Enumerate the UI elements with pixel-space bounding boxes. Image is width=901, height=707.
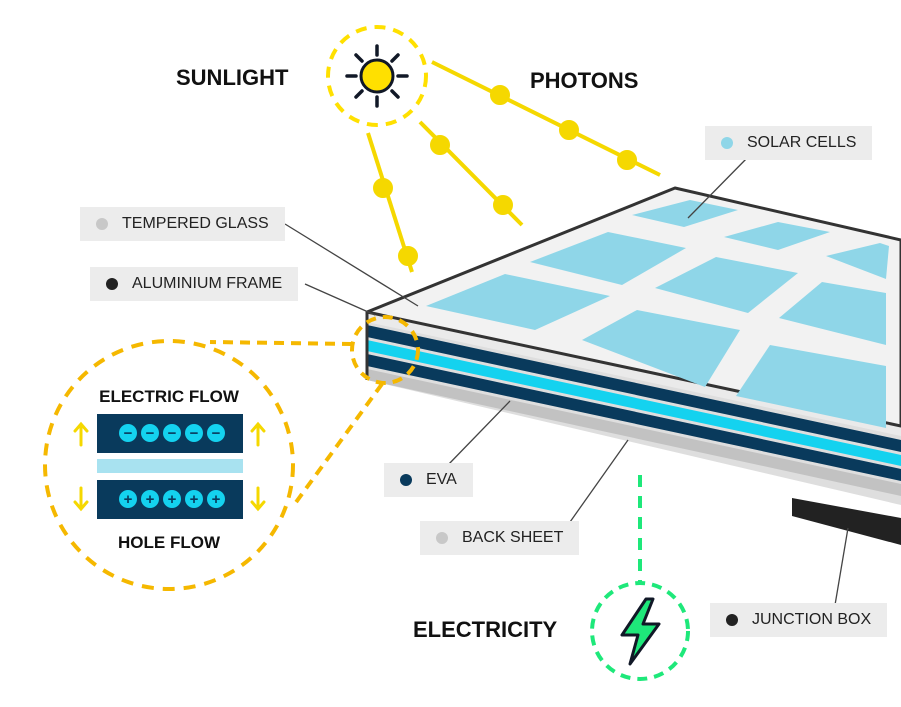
solar-cell: [426, 274, 610, 330]
hole-flow-label: HOLE FLOW: [118, 533, 221, 552]
electron-circle: [185, 424, 203, 442]
panel-layers: [365, 312, 901, 505]
solar-cells-grid: [426, 200, 889, 428]
electron-symbol: −: [212, 425, 221, 442]
hole-circle: [207, 490, 225, 508]
leader-junction-box: [834, 527, 849, 606]
eva-layer-top: [367, 325, 901, 452]
label-back-sheet-text: BACK SHEET: [462, 529, 564, 546]
lightning-bolt-icon: [620, 597, 661, 666]
photon-dot: [430, 135, 450, 155]
sun-icon: [326, 25, 428, 127]
label-eva: EVA: [384, 463, 473, 497]
electron-circle: [163, 424, 181, 442]
junction-box: [792, 498, 901, 545]
electricity-group: [590, 475, 690, 681]
inset-magnifier: −−−−− +++++ ELECTRIC FLOW HOLE FLOW: [43, 315, 420, 591]
label-tempered-glass: TEMPERED GLASS: [80, 207, 285, 241]
sun-rays: [345, 44, 409, 108]
dot-icon: [96, 218, 108, 230]
electron-symbol: −: [124, 425, 133, 442]
solar-cell: [655, 257, 798, 313]
electric-flow-label: ELECTRIC FLOW: [99, 387, 240, 406]
electron-circle: [207, 424, 225, 442]
eva-layer-bottom: [367, 354, 901, 481]
hole-symbol: +: [146, 491, 155, 508]
hole-circle: [119, 490, 137, 508]
electron-circle: [141, 424, 159, 442]
label-back-sheet: BACK SHEET: [420, 521, 580, 555]
photon-dot: [373, 178, 393, 198]
sun-core: [359, 58, 395, 94]
arrow-up-icon: [250, 421, 266, 447]
dot-icon: [436, 532, 448, 544]
photons-heading: PHOTONS: [530, 68, 638, 93]
sunlight-heading: SUNLIGHT: [176, 65, 289, 90]
zoom-connector-top: [209, 340, 353, 346]
hole-circle: [185, 490, 203, 508]
label-junction-box-text: JUNCTION BOX: [752, 611, 872, 628]
leader-eva: [446, 400, 511, 467]
hole-symbol: +: [190, 491, 199, 508]
flow-arrows: [73, 421, 266, 512]
hole-row: + + + + +: [119, 490, 225, 508]
label-junction-box: JUNCTION BOX: [710, 603, 888, 637]
electron-symbol: −: [168, 425, 177, 442]
leader-aluminium-frame: [304, 283, 376, 316]
label-solar-cells-text: SOLAR CELLS: [747, 134, 857, 151]
label-aluminium-frame: ALUMINIUM FRAME: [90, 267, 299, 301]
electron-symbol: −: [146, 425, 155, 442]
photon-dot: [490, 85, 510, 105]
photon-dot: [559, 120, 579, 140]
label-solar-cells: SOLAR CELLS: [705, 126, 873, 160]
photon-dot: [493, 195, 513, 215]
leader-tempered-glass: [284, 223, 419, 307]
glass-edge: [367, 312, 901, 436]
photon-dot: [617, 150, 637, 170]
cell-layer: [367, 340, 901, 466]
zoom-circle: [350, 315, 420, 385]
photon-rays: [366, 60, 661, 273]
leader-back-sheet: [569, 439, 629, 523]
hole-symbol: +: [124, 491, 133, 508]
hole-symbol: +: [212, 491, 221, 508]
junction-layer: [97, 459, 243, 473]
hole-circle: [141, 490, 159, 508]
electron-symbol: −: [190, 425, 199, 442]
leader-solar-cells: [687, 154, 751, 219]
sun-dashed-ring: [326, 25, 428, 127]
leader-lines: [284, 154, 849, 606]
electricity-heading: ELECTRICITY: [413, 617, 558, 642]
arrow-down-icon: [250, 486, 266, 512]
photon-dot: [398, 246, 418, 266]
arrow-up-icon: [73, 421, 89, 447]
zoom-connector-bottom: [292, 382, 384, 507]
dot-icon: [400, 474, 412, 486]
solar-cell: [632, 200, 738, 227]
label-aluminium-frame-text: ALUMINIUM FRAME: [132, 275, 283, 292]
dot-icon: [721, 137, 733, 149]
solar-cell: [826, 243, 889, 279]
dot-icon: [726, 614, 738, 626]
solar-cell: [779, 282, 886, 345]
back-sheet-layer: [367, 369, 901, 496]
electron-row: −−−−−: [119, 424, 225, 442]
solar-cell: [724, 222, 830, 250]
electron-circle: [119, 424, 137, 442]
label-tempered-glass-text: TEMPERED GLASS: [122, 215, 269, 232]
label-eva-text: EVA: [426, 471, 457, 488]
solar-cell: [582, 310, 740, 387]
solar-cell: [530, 232, 686, 285]
solar-cell: [736, 345, 886, 428]
arrow-down-icon: [73, 486, 89, 512]
dot-icon: [106, 278, 118, 290]
hole-circle: [163, 490, 181, 508]
hole-symbol: +: [168, 491, 177, 508]
electricity-circle: [590, 581, 690, 681]
